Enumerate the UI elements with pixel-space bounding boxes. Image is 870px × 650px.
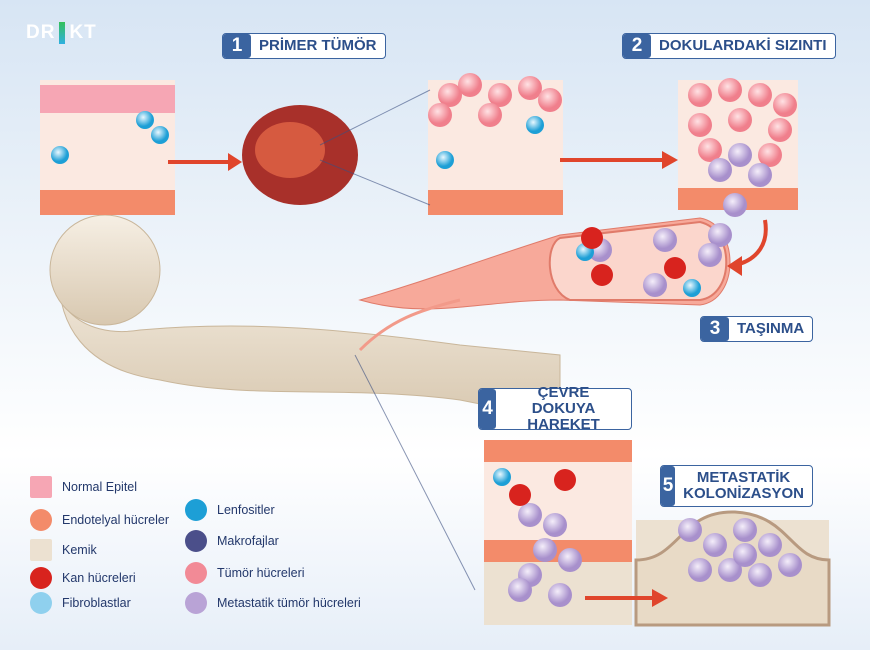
primary-tumor — [242, 105, 358, 205]
metastatic-cell — [708, 223, 732, 247]
metastatic-cell — [733, 518, 757, 542]
metastatic-cell — [653, 228, 677, 252]
blood-cell — [509, 484, 531, 506]
lymphocyte — [136, 111, 154, 129]
tumor-cell — [758, 143, 782, 167]
epithelial-cell-icon — [30, 476, 52, 498]
blood-cell — [554, 469, 576, 491]
tumor-cell — [768, 118, 792, 142]
lymphocyte — [526, 116, 544, 134]
blood-cell — [664, 257, 686, 279]
macrophage-icon — [185, 530, 207, 552]
tumor-cell — [773, 93, 797, 117]
legend-item: Normal Epitel — [30, 476, 137, 498]
metastatic-cell — [748, 163, 772, 187]
legend-item: Kan hücreleri — [30, 567, 136, 589]
metastatic-cell — [678, 518, 702, 542]
legend-item: Metastatik tümör hücreleri — [185, 592, 361, 614]
metastatic-cell — [558, 548, 582, 572]
lymphocyte — [493, 468, 511, 486]
metastatic-cell — [543, 513, 567, 537]
metastatic-cell — [548, 583, 572, 607]
lymphocyte — [683, 279, 701, 297]
tumor-cell-icon — [185, 562, 207, 584]
tumor-cell — [698, 138, 722, 162]
tumor-cell — [438, 83, 462, 107]
logo-mark — [59, 22, 66, 44]
metastatic-cell — [708, 158, 732, 182]
tumor-cell — [428, 103, 452, 127]
metastatic-cell — [698, 243, 722, 267]
blood-cell-icon — [30, 567, 52, 589]
tissue-block-normal — [40, 80, 175, 215]
metastatic-cell — [748, 563, 772, 587]
fibroblast-icon — [30, 592, 52, 614]
blood-cell — [581, 227, 603, 249]
metastatic-cell — [728, 143, 752, 167]
tumor-cell — [458, 73, 482, 97]
lymphocyte — [51, 146, 69, 164]
tumor-cell — [688, 83, 712, 107]
metastatic-cell — [703, 533, 727, 557]
lymphocyte-icon — [185, 499, 207, 521]
legend-item: Lenfositler — [185, 499, 275, 521]
femur-bone — [49, 214, 561, 421]
tumor-cell — [478, 103, 502, 127]
metastatic-cell — [758, 533, 782, 557]
metastatic-cell — [643, 273, 667, 297]
tumor-cell — [538, 88, 562, 112]
lymphocyte — [151, 126, 169, 144]
tumor-cell — [688, 113, 712, 137]
metastatic-cell — [733, 543, 757, 567]
metastatic-cell — [723, 193, 747, 217]
lymphocyte — [436, 151, 454, 169]
tumor-cell — [488, 83, 512, 107]
metastatic-cell — [718, 558, 742, 582]
endothelial-cell-icon — [30, 509, 52, 531]
legend-item: Tümör hücreleri — [185, 562, 305, 584]
metastatic-cell — [778, 553, 802, 577]
tumor-cell — [728, 108, 752, 132]
tumor-cell — [518, 76, 542, 100]
legend-item: Makrofajlar — [185, 530, 279, 552]
legend-item: Kemik — [30, 539, 97, 561]
metastatic-cell — [533, 538, 557, 562]
legend-item: Fibroblastlar — [30, 592, 131, 614]
tumor-cell — [748, 83, 772, 107]
blood-cell — [591, 264, 613, 286]
bone-icon — [30, 539, 52, 561]
metastatic-cell — [688, 558, 712, 582]
metastatic-cell-icon — [185, 592, 207, 614]
metastatic-cell — [518, 503, 542, 527]
tumor-cell — [718, 78, 742, 102]
legend-item: Endotelyal hücreler — [30, 509, 169, 531]
metastatic-cell — [508, 578, 532, 602]
